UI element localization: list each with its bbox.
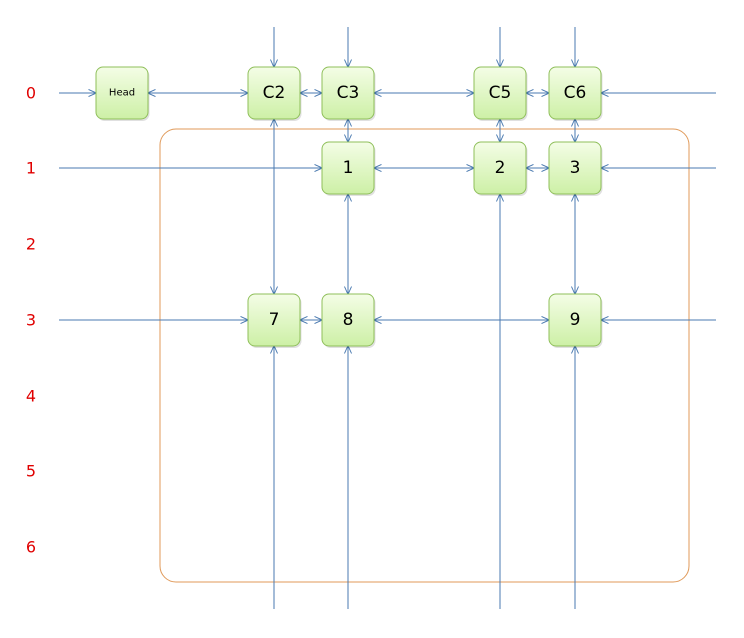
node-box [548, 141, 602, 195]
node-label: Head [109, 88, 135, 99]
row-labels: 0 1 2 3 4 5 6 [26, 84, 36, 557]
node-n7: 7 [247, 293, 302, 348]
node-box [548, 66, 602, 120]
node-label: 1 [343, 158, 354, 178]
node-n3: 3 [548, 141, 603, 196]
node-box [247, 293, 301, 347]
node-n8: 8 [321, 293, 376, 348]
node-label: 2 [495, 158, 506, 178]
node-box [473, 66, 527, 120]
node-c6: C6 [548, 66, 603, 121]
node-c5: C5 [473, 66, 528, 121]
row-label-2: 2 [26, 235, 36, 254]
node-label: 7 [269, 310, 280, 330]
row-label-6: 6 [26, 538, 36, 557]
matrix-frame [159, 128, 690, 583]
links-layer [59, 27, 716, 609]
row-label-3: 3 [26, 311, 36, 330]
nodes-layer: Head C2 C3 C5 C6 1 2 3 7 8 9 [95, 66, 603, 348]
row-label-4: 4 [26, 387, 36, 406]
node-label: 9 [570, 310, 581, 330]
node-box [321, 66, 375, 120]
node-label: 3 [570, 158, 581, 178]
node-c3: C3 [321, 66, 376, 121]
node-label: 8 [343, 310, 354, 330]
node-head: Head [95, 66, 150, 121]
node-box [247, 66, 301, 120]
node-n1: 1 [321, 141, 376, 196]
node-box [473, 141, 527, 195]
node-label: C6 [564, 83, 587, 103]
node-box [321, 293, 375, 347]
row-label-0: 0 [26, 84, 36, 103]
node-label: C3 [337, 83, 360, 103]
node-n9: 9 [548, 293, 603, 348]
row-label-1: 1 [26, 159, 36, 178]
node-box [548, 293, 602, 347]
node-n2: 2 [473, 141, 528, 196]
node-c2: C2 [247, 66, 302, 121]
row-label-5: 5 [26, 462, 36, 481]
node-box [321, 141, 375, 195]
node-label: C2 [263, 83, 286, 103]
node-label: C5 [489, 83, 512, 103]
node-box [95, 66, 149, 120]
